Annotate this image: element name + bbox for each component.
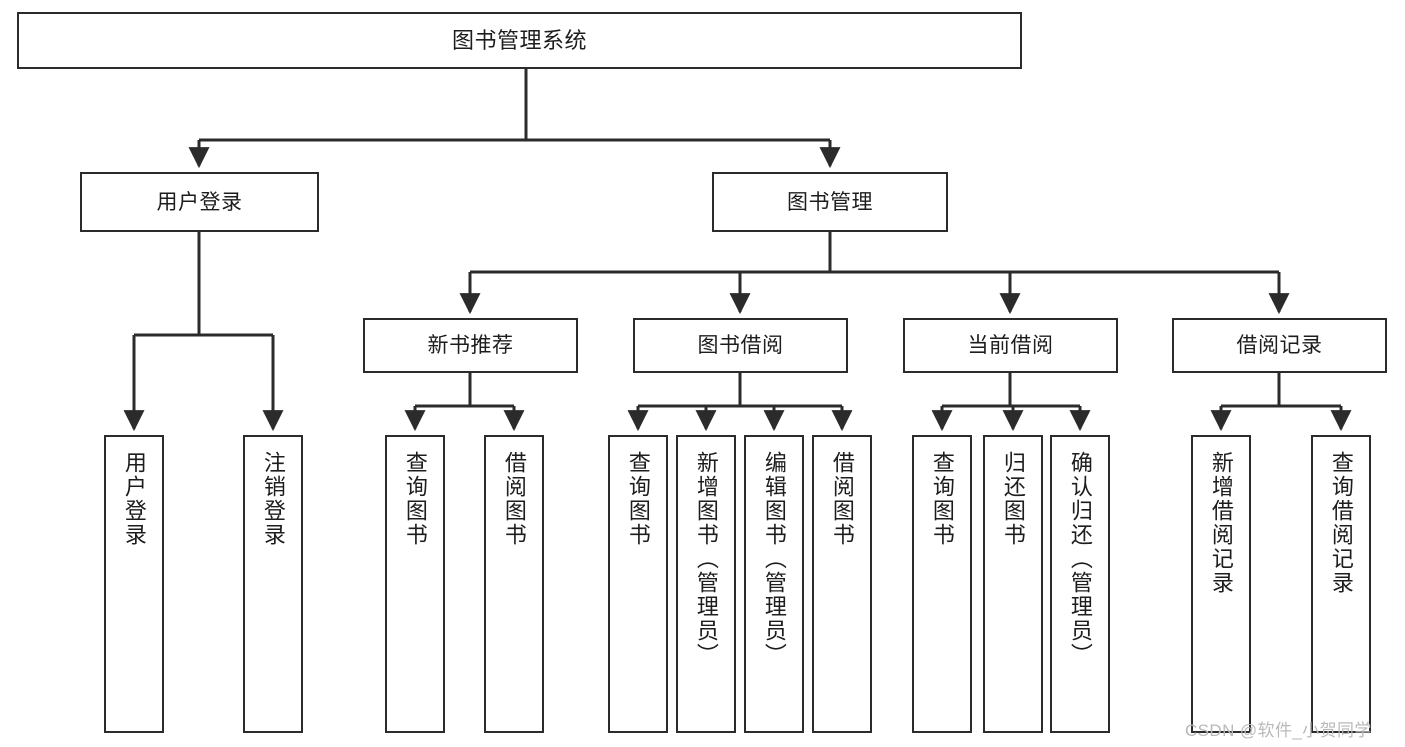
node-leaf-add-record-label: 新增借阅记录 — [1208, 451, 1234, 595]
node-leaf-edit-book-label: 编辑图书（管理员） — [761, 451, 787, 667]
node-book-borrow[interactable]: 图书借阅 — [633, 318, 848, 373]
node-borrow-record[interactable]: 借阅记录 — [1172, 318, 1387, 373]
node-root-label: 图书管理系统 — [451, 27, 587, 53]
node-leaf-edit-book[interactable]: 编辑图书（管理员） — [744, 435, 804, 733]
node-book-manage[interactable]: 图书管理 — [712, 172, 948, 232]
node-root[interactable]: 图书管理系统 — [17, 12, 1022, 69]
node-leaf-add-book[interactable]: 新增图书（管理员） — [676, 435, 736, 733]
node-leaf-borrow-book-1-label: 借阅图书 — [501, 451, 527, 547]
watermark-text: CSDN @软件_小贺同学 — [1185, 721, 1372, 740]
node-leaf-confirm-return-label: 确认归还（管理员） — [1067, 451, 1093, 667]
node-leaf-query-book-1[interactable]: 查询图书 — [385, 435, 445, 733]
node-leaf-user-login-label: 用户登录 — [121, 451, 147, 547]
node-leaf-query-book-2-label: 查询图书 — [625, 451, 651, 547]
node-leaf-query-book-3[interactable]: 查询图书 — [912, 435, 972, 733]
node-book-manage-label: 图书管理 — [787, 190, 873, 214]
node-borrow-record-label: 借阅记录 — [1236, 334, 1323, 357]
node-leaf-borrow-book-1[interactable]: 借阅图书 — [484, 435, 544, 733]
node-leaf-add-book-label: 新增图书（管理员） — [693, 451, 719, 667]
node-current-borrow[interactable]: 当前借阅 — [903, 318, 1118, 373]
node-user-login-label: 用户登录 — [156, 190, 243, 214]
node-book-borrow-label: 图书借阅 — [697, 334, 784, 357]
node-current-borrow-label: 当前借阅 — [967, 334, 1054, 357]
node-leaf-borrow-book-2-label: 借阅图书 — [829, 451, 855, 547]
node-leaf-query-book-1-label: 查询图书 — [402, 451, 428, 547]
node-leaf-confirm-return[interactable]: 确认归还（管理员） — [1050, 435, 1110, 733]
node-leaf-query-book-3-label: 查询图书 — [929, 451, 955, 547]
node-leaf-query-book-2[interactable]: 查询图书 — [608, 435, 668, 733]
node-leaf-user-login[interactable]: 用户登录 — [104, 435, 164, 733]
node-leaf-return-book-label: 归还图书 — [1000, 451, 1026, 547]
node-new-book-recommend[interactable]: 新书推荐 — [363, 318, 578, 373]
node-leaf-query-record[interactable]: 查询借阅记录 — [1311, 435, 1371, 733]
node-leaf-borrow-book-2[interactable]: 借阅图书 — [812, 435, 872, 733]
node-leaf-add-record[interactable]: 新增借阅记录 — [1191, 435, 1251, 733]
node-leaf-user-logout[interactable]: 注销登录 — [243, 435, 303, 733]
node-leaf-query-record-label: 查询借阅记录 — [1328, 451, 1354, 595]
node-leaf-user-logout-label: 注销登录 — [260, 451, 286, 547]
node-user-login[interactable]: 用户登录 — [80, 172, 319, 232]
node-new-book-recommend-label: 新书推荐 — [427, 334, 514, 357]
node-leaf-return-book[interactable]: 归还图书 — [983, 435, 1043, 733]
